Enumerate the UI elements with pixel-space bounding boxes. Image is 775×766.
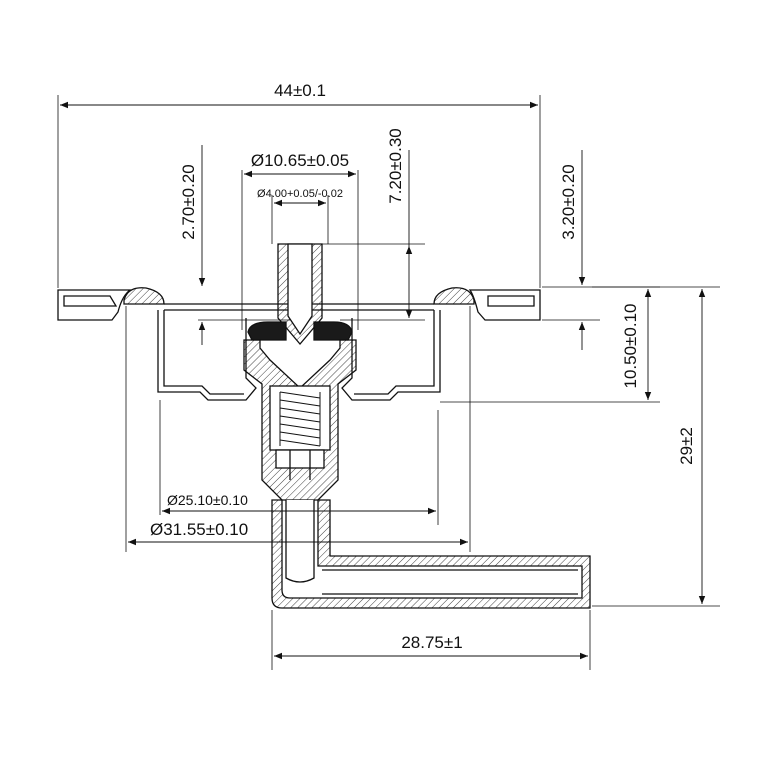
cup-wall-left	[157, 310, 257, 401]
label-collar-diameter: Ø10.65±0.05	[251, 151, 349, 170]
label-total-height: 29±2	[677, 427, 696, 465]
label-bore-diameter: Ø4.00+0.05/-0.02	[257, 188, 343, 200]
label-right-step: 3.20±0.20	[559, 164, 578, 240]
flange-right	[468, 289, 541, 321]
dimension-labels: 44±0.1 Ø10.65±0.05 Ø4.00+0.05/-0.02 7.20…	[150, 81, 696, 652]
valve-body	[57, 243, 591, 609]
spring	[279, 391, 321, 447]
outlet-tube	[271, 499, 591, 609]
bead-left	[123, 287, 165, 305]
seal-left	[247, 321, 287, 341]
flange-left	[57, 289, 132, 321]
seal-right	[313, 321, 353, 341]
dimension-lines	[59, 101, 706, 660]
label-left-step: 2.70±0.20	[179, 164, 198, 240]
label-stem-height: 7.20±0.30	[386, 128, 405, 204]
label-overall-width: 44±0.1	[274, 81, 326, 100]
label-outer-diameter: Ø31.55±0.10	[150, 520, 248, 539]
spring-chamber	[269, 385, 331, 451]
extension-lines	[57, 95, 720, 670]
label-flange-depth: 10.50±0.10	[621, 304, 640, 389]
cup-wall-right	[341, 310, 441, 401]
label-outlet-length: 28.75±1	[401, 633, 462, 652]
bead-right	[433, 287, 475, 305]
label-inner-diameter: Ø25.10±0.10	[167, 492, 248, 508]
